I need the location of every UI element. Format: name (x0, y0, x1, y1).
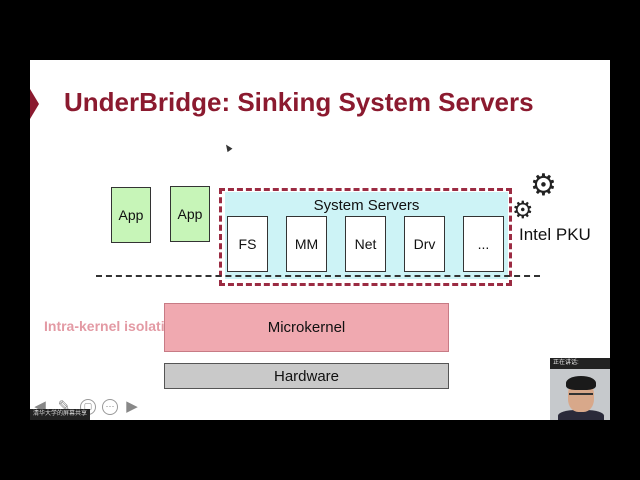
webcam-thumbnail[interactable]: 正在讲话: (550, 358, 610, 420)
title-accent-arrow (30, 89, 39, 119)
server-net: Net (345, 216, 386, 272)
app-box-1: App (111, 187, 151, 243)
mouse-cursor-icon (223, 142, 233, 153)
hardware-box: Hardware (164, 363, 449, 389)
microkernel-box: Microkernel (164, 303, 449, 352)
arrow-left-icon[interactable]: ◀ (34, 398, 46, 415)
app-box-2: App (170, 186, 210, 242)
privilege-boundary-line (96, 275, 540, 277)
system-servers-label: System Servers (313, 197, 420, 214)
speaker-shirt (558, 410, 604, 420)
server-mm: MM (286, 216, 327, 272)
more-icon[interactable]: ⋯ (102, 399, 118, 415)
intra-kernel-isolation-label: Intra-kernel isolation (44, 318, 182, 334)
webcam-speaking-label: 正在讲话: (550, 358, 610, 369)
speaker-glasses (569, 393, 593, 400)
server-more: ... (463, 216, 504, 272)
speaker-hair (566, 376, 596, 390)
intel-pku-label: Intel PKU (519, 225, 591, 244)
gear-icon: ⚙ (530, 169, 557, 202)
gear-icon-small: ⚙ (512, 197, 534, 224)
slide-title: UnderBridge: Sinking System Servers (64, 87, 534, 117)
screen-share-caption: 清华大学的屏幕共享 (30, 409, 91, 420)
system-servers-boundary (219, 188, 512, 286)
slide: UnderBridge: Sinking System Servers App … (30, 60, 610, 420)
server-drv: Drv (404, 216, 445, 272)
server-fs: FS (227, 216, 268, 272)
arrow-right-icon[interactable]: ▶ (126, 398, 138, 415)
